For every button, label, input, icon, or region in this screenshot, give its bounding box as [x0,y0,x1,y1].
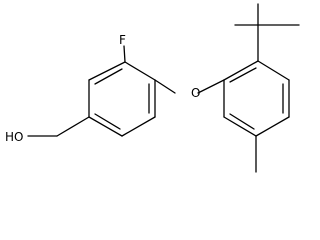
hydroxymethyl-group [27,116,90,137]
c-f-bond [123,45,126,63]
fluorine-label: F [119,33,126,47]
ether-oxygen-label: O [191,86,200,100]
fluorobenzene-ring [88,61,156,137]
c-o-bond-left [154,79,176,94]
molecule-diagram: F O HO [5,3,300,173]
hydroxyl-label: HO [5,130,23,144]
tert-butyl-group [234,3,300,62]
tolyl-ring [223,60,290,137]
o-c-bond-right [197,79,225,94]
